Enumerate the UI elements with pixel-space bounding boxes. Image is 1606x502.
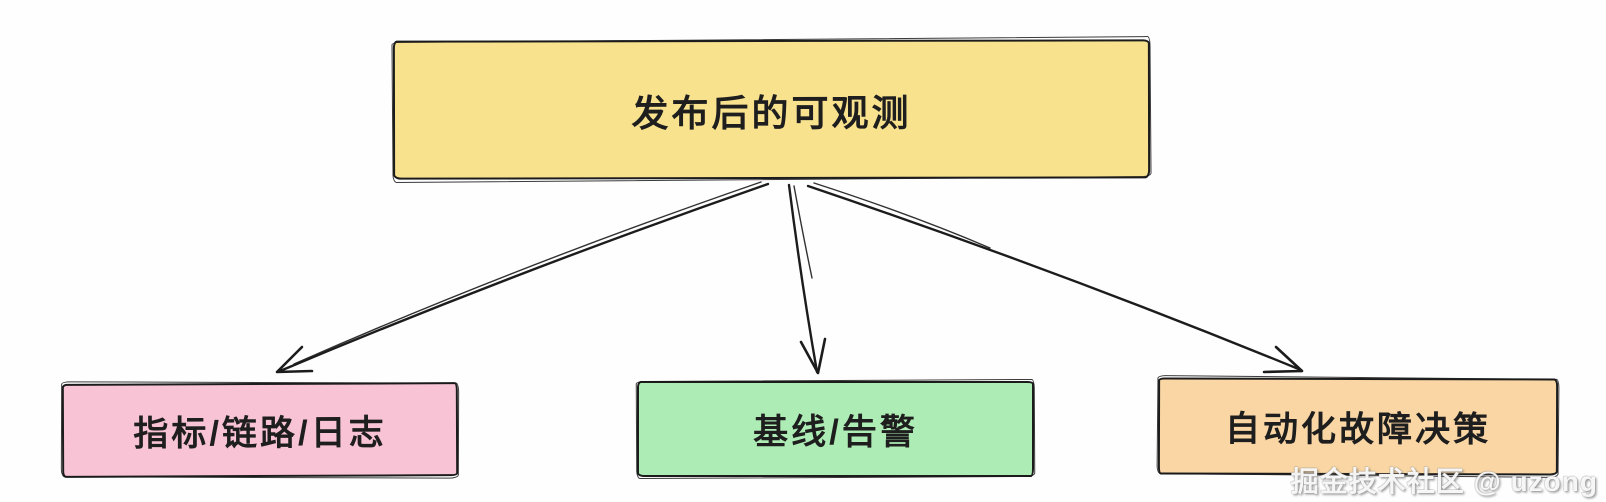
arrow-to-baseline: [787, 183, 827, 375]
arrow-to-fault-decision: [806, 182, 1304, 374]
node-root-label: 发布后的可观测: [631, 92, 912, 134]
node-post-release-observability: 发布后的可观测: [392, 39, 1151, 180]
watermark-text: 掘金技术社区 @ uzong: [1290, 466, 1598, 497]
node-automated-fault-decision-label: 自动化故障决策: [1224, 409, 1492, 450]
arrow-to-metrics: [275, 181, 770, 374]
node-metrics-traces-logs: 指标/链路/日志: [61, 382, 459, 478]
node-metrics-traces-logs-label: 指标/链路/日志: [133, 412, 387, 454]
node-baseline-alerts-label: 基线/告警: [753, 412, 918, 452]
node-baseline-alerts: 基线/告警: [637, 381, 1034, 477]
